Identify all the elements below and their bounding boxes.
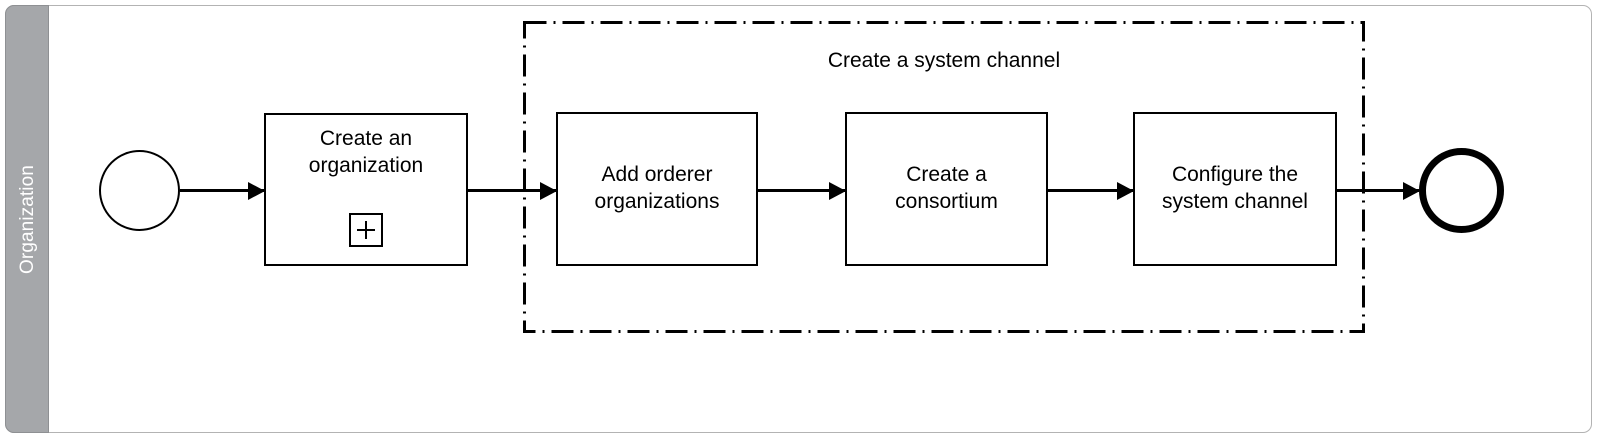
arrow-head-icon [1117,181,1134,200]
task-label-line2: consortium [895,190,998,213]
subprocess-plus-icon[interactable] [349,213,383,247]
task-label: Create an organization [266,126,466,180]
start-event[interactable] [99,150,180,231]
task-label-line1: Configure the [1171,163,1299,187]
group-border-dash-dot [523,21,1365,333]
task-configure-the-system-channel[interactable]: Configure the system channel [1133,112,1337,266]
sequence-flow-task1-to-task2 [468,181,557,200]
task-label-line2: organization [308,153,424,177]
group-create-a-system-channel[interactable]: Create a system channel [523,21,1365,333]
sequence-flow-task2-to-task3 [758,181,846,200]
sequence-flow-task4-to-end [1337,181,1420,200]
task-create-a-consortium[interactable]: Create a consortium [845,112,1048,266]
task-label: Configure the system channel [1135,162,1335,216]
task-label: Add orderer organizations [558,162,756,216]
sequence-flow-task3-to-task4 [1048,181,1134,200]
end-event[interactable] [1419,148,1504,233]
task-label: Create a consortium [847,162,1046,216]
arrow-head-icon [1403,181,1420,200]
task-label-line2: system channel [1162,190,1308,213]
task-add-orderer-organizations[interactable]: Add orderer organizations [556,112,758,266]
lane-header-label: Organization [16,164,38,274]
arrow-head-icon [248,181,265,200]
task-label-line1: Create an [319,127,413,150]
group-label: Create a system channel [827,49,1061,72]
task-label-line2: organizations [594,190,720,213]
task-label-line1: Add orderer [601,163,713,187]
task-create-an-organization[interactable]: Create an organization [264,113,468,266]
arrow-head-icon [829,181,846,200]
arrow-head-icon [540,181,557,200]
lane-header-organization[interactable]: Organization [5,5,49,433]
task-label-line1: Create a [906,163,987,187]
sequence-flow-start-to-task1 [180,181,265,200]
